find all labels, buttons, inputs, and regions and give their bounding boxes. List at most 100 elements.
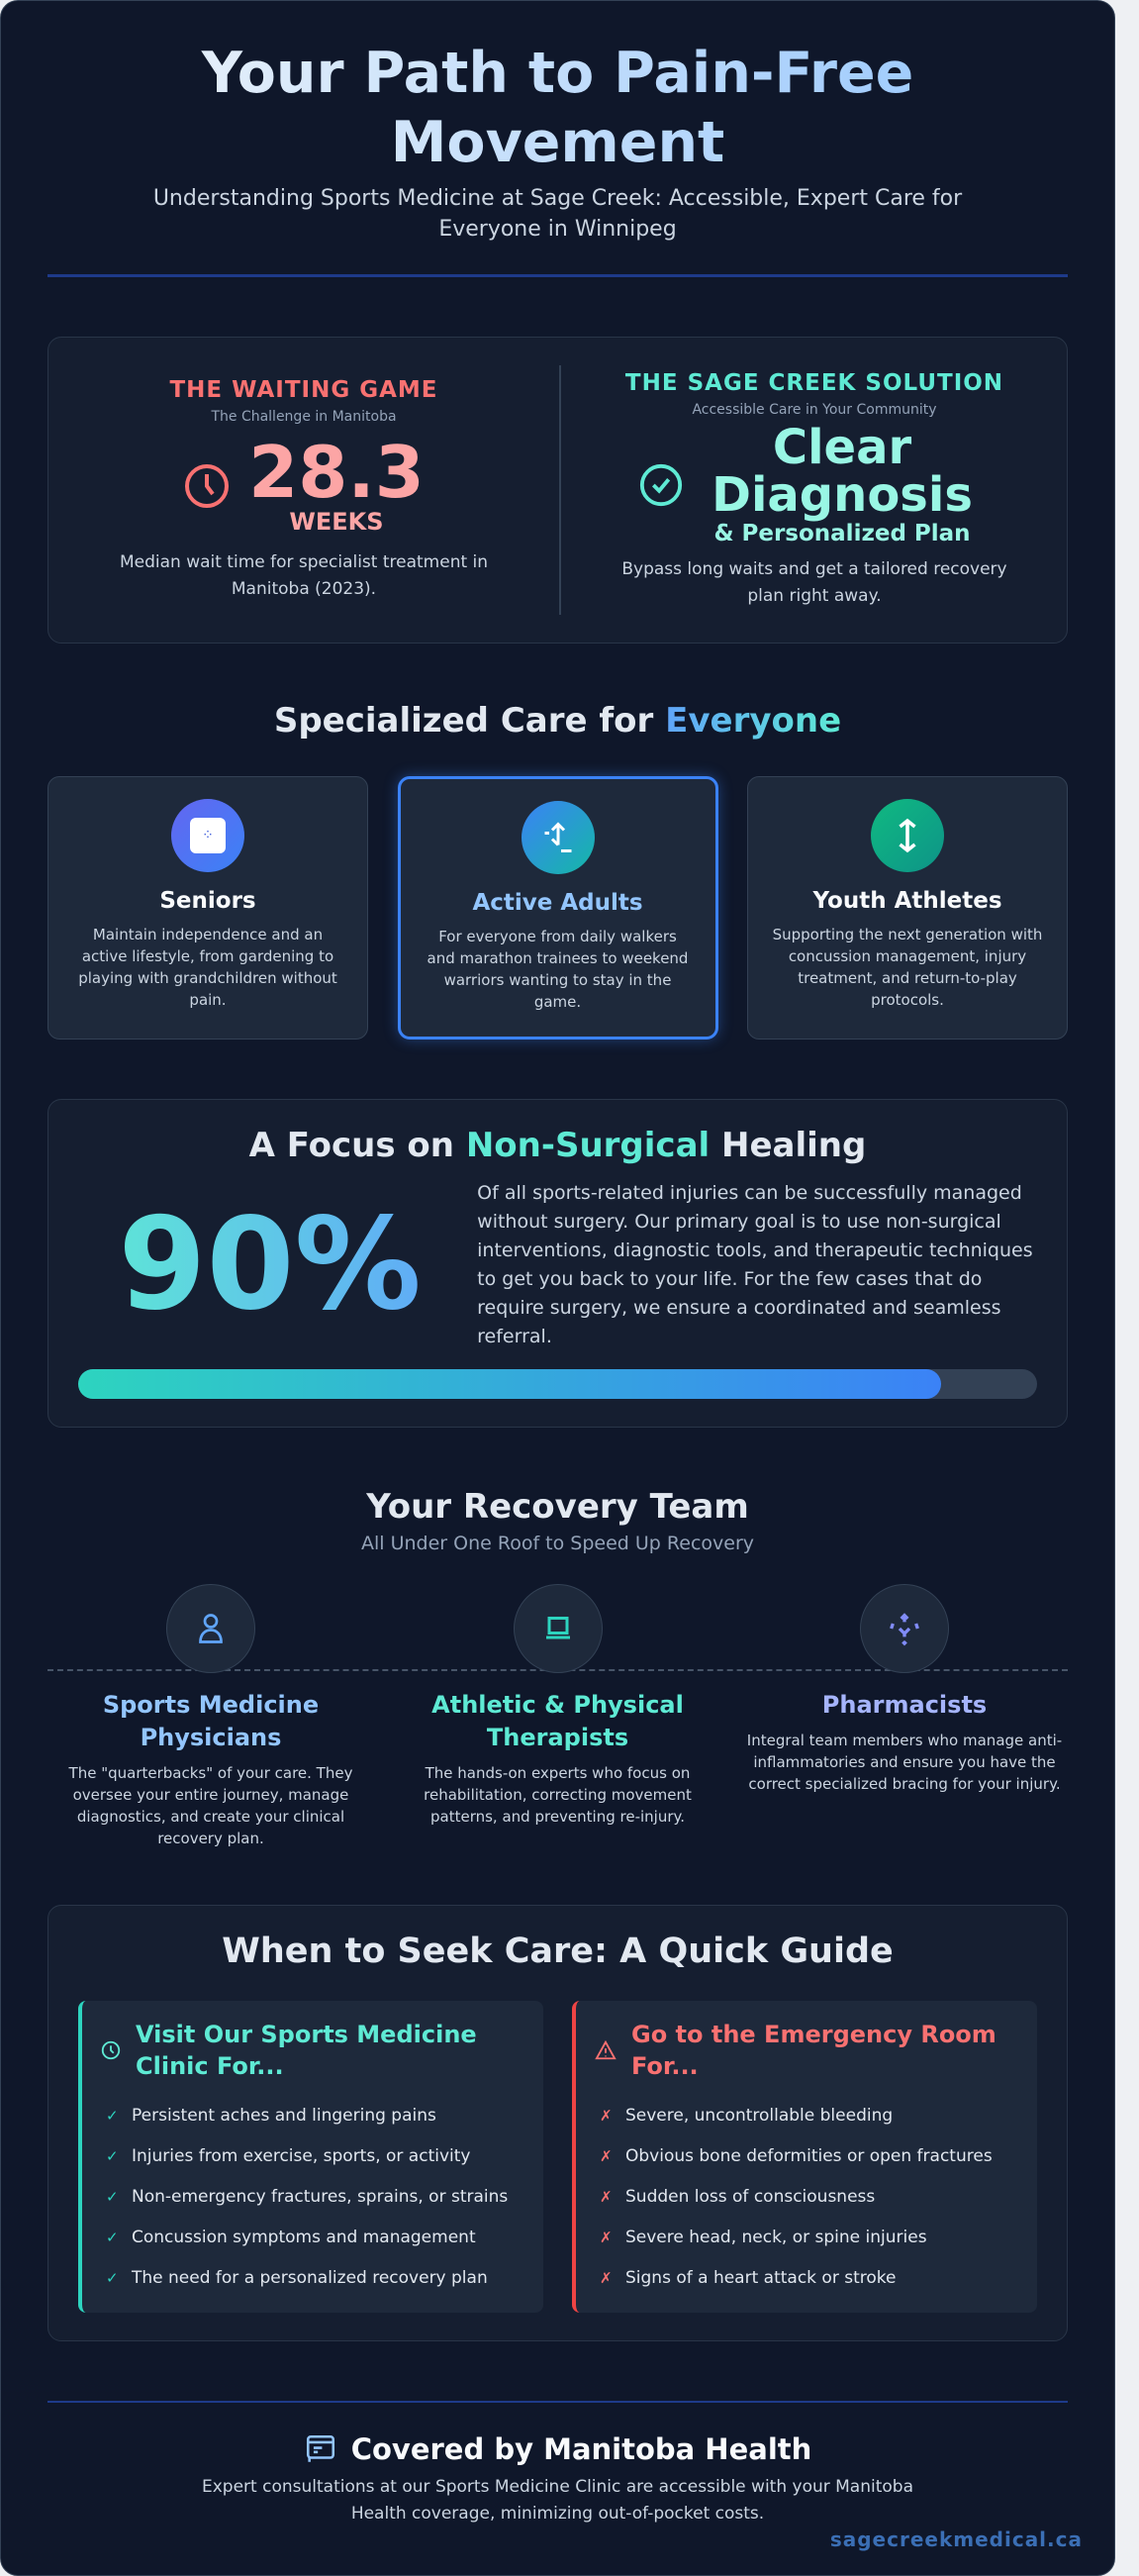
solution-unit: & Personalized Plan — [713, 521, 971, 546]
cross-icon: ✗ — [600, 2188, 613, 2206]
cross-icon: ✗ — [600, 2229, 613, 2246]
solution-label: THE SAGE CREEK SOLUTION — [624, 370, 1004, 396]
audience-card-title: Seniors — [159, 888, 256, 914]
waiting-value: 28.3 — [248, 431, 425, 514]
team-title: Your Recovery Team — [366, 1487, 749, 1527]
guide-list-item-text: Non-emergency fractures, sprains, or str… — [132, 2187, 509, 2207]
audience-card-desc: Maintain independence and an active life… — [78, 926, 337, 1009]
progress-bar — [78, 1369, 1037, 1399]
clock-icon — [185, 464, 230, 508]
guide-list-item-text: Sudden loss of consciousness — [625, 2187, 876, 2207]
audience-card-active-adults: Active Adults For everyone from daily wa… — [397, 776, 718, 1040]
stats-panel: THE WAITING GAME The Challenge in Manito… — [47, 337, 1068, 644]
er-guide-box: Go to the Emergency Room For... ✗ Severe,… — [572, 2001, 1037, 2313]
audience-title: Specialized Care for Everyone — [47, 699, 1068, 743]
garden-icon: ⁘ — [171, 799, 244, 872]
focus-title-text-end: Healing — [710, 1126, 867, 1165]
cross-icon: ✗ — [600, 2107, 613, 2125]
team-member-title: Pharmacists — [821, 1691, 988, 1719]
audience-card-desc: For everyone from daily walkers and mara… — [427, 928, 689, 1011]
guide-list-item: ✓Injuries from exercise, sports, or acti… — [106, 2136, 523, 2177]
guide-list-item: ✓ Non-emergency fractures, sprains, or st… — [106, 2177, 523, 2218]
check-icon: ✓ — [106, 2229, 119, 2246]
audience-title-highlight: Everyone — [665, 701, 842, 741]
waiting-label: THE WAITING GAME — [169, 377, 438, 403]
walker-icon — [521, 801, 595, 874]
team-member-therapists: Athletic & Physical Therapists The hands… — [395, 1584, 721, 1849]
footer-desc: Expert consultations at our Sports Medic… — [202, 2477, 913, 2524]
therapy-icon — [513, 1584, 603, 1673]
team-member-title: Sports Medicine Physicians — [102, 1691, 320, 1751]
clinic-guide-box: Visit Our Sports Medicine Clinic For... … — [78, 2001, 543, 2313]
waiting-stat: THE WAITING GAME The Challenge in Manito… — [48, 377, 559, 603]
guide-list-item: ✓ Concussion symptoms and management — [106, 2218, 523, 2258]
infographic-card: Your Path to Pain-Free Movement Understa… — [0, 0, 1115, 2576]
audience-card-desc: Supporting the next generation with conc… — [772, 926, 1043, 1009]
page-subtitle: Understanding Sports Medicine at Sage Cr… — [152, 186, 963, 242]
solution-value: Clear Diagnosis — [712, 420, 973, 523]
er-guide-title: Go to the Emergency Room For... — [631, 2021, 997, 2080]
check-icon: ✓ — [106, 2269, 119, 2287]
solution-sublabel: Accessible Care in Your Community — [692, 402, 937, 418]
clinic-guide-list: ✓ Persistent aches and lingering pains ✓In… — [100, 2096, 523, 2299]
guide-panel: When to Seek Care: A Quick Guide Visit O… — [47, 1905, 1068, 2341]
physician-icon — [166, 1584, 255, 1673]
guide-list-item: ✗ Sudden loss of consciousness — [600, 2177, 1017, 2218]
focus-panel: A Focus on Non-Surgical Healing 90% Of a… — [47, 1099, 1068, 1428]
cross-icon: ✗ — [600, 2269, 613, 2287]
focus-title: A Focus on Non-Surgical Healing — [78, 1124, 1037, 1167]
solution-desc: Bypass long waits and get a tailored rec… — [621, 559, 1007, 606]
audience-card-title: Active Adults — [472, 890, 643, 916]
focus-percent: 90% — [78, 1191, 461, 1339]
team-members: Sports Medicine Physicians The "quarterb… — [47, 1584, 1068, 1849]
solution-stat: THE SAGE CREEK SOLUTION Accessible Care … — [581, 370, 1048, 610]
guide-list-item: ✗ Obvious bone deformities or open fractu… — [600, 2136, 1017, 2177]
guide-list-item-text: Concussion symptoms and management — [132, 2228, 476, 2247]
guide-list-item: ✓ The need for a personalized recovery pl… — [106, 2258, 523, 2299]
waiting-desc: Median wait time for specialist treatmen… — [119, 552, 489, 599]
focus-title-highlight: Non-Surgical — [465, 1126, 711, 1165]
guide-list-item: ✓ Persistent aches and lingering pains — [106, 2096, 523, 2136]
team-member-pharmacists: Pharmacists Integral team members who ma… — [741, 1584, 1068, 1849]
guide-list-item: ✗ Severe head, neck, or spine injuries — [600, 2218, 1017, 2258]
team-member-desc: Integral team members who manage anti-in… — [746, 1732, 1063, 1793]
guide-list-item: ✗ Severe, uncontrollable bleeding — [600, 2096, 1017, 2136]
clinic-guide-title: Visit Our Sports Medicine Clinic For... — [136, 2021, 477, 2080]
footer-heading: Covered by Manitoba Health — [47, 2432, 1068, 2466]
team-member-title: Athletic & Physical Therapists — [431, 1691, 684, 1751]
waiting-unit: WEEKS — [289, 508, 384, 536]
audience-card-youth-athletes: Youth Athletes Supporting the next gener… — [747, 776, 1068, 1040]
page-title: Your Path to Pain-Free Movement — [47, 39, 1068, 177]
waiting-sublabel: The Challenge in Manitoba — [211, 409, 397, 425]
guide-title: When to Seek Care: A Quick Guide — [222, 1932, 894, 1971]
website-link[interactable]: sagecreekmedical.ca — [829, 2527, 1083, 2551]
clock-icon — [101, 2040, 121, 2060]
audience-card-title: Youth Athletes — [812, 888, 1002, 914]
audience-cards: ⁘ Seniors Maintain independence and an a… — [47, 776, 1068, 1040]
guide-list-item: ✗ Signs of a heart attack or stroke — [600, 2258, 1017, 2299]
audience-card-seniors: ⁘ Seniors Maintain independence and an a… — [47, 776, 368, 1040]
divider — [47, 274, 1068, 277]
footer-divider — [47, 2401, 1068, 2403]
cross-icon: ✗ — [600, 2147, 613, 2165]
er-guide-list: ✗ Severe, uncontrollable bleeding ✗ Obvious… — [594, 2096, 1017, 2299]
warning-icon — [595, 2039, 617, 2060]
check-icon: ✓ — [106, 2147, 119, 2165]
guide-list-item-text: Signs of a heart attack or stroke — [625, 2268, 897, 2288]
guide-list-item-text: Severe head, neck, or spine injuries — [625, 2228, 927, 2247]
team-member-desc: The hands-on experts who focus on rehabi… — [424, 1764, 692, 1826]
pharmacy-icon — [860, 1584, 949, 1673]
stats-divider — [559, 365, 561, 615]
guide-list-item-text: Obvious bone deformities or open fractur… — [625, 2146, 993, 2166]
guide-list-item-text: Severe, uncontrollable bleeding — [625, 2106, 894, 2126]
focus-title-text: A Focus on — [248, 1126, 466, 1165]
focus-desc: Of all sports-related injuries can be su… — [477, 1182, 1033, 1347]
team-subtitle: All Under One Roof to Speed Up Recovery — [360, 1533, 754, 1554]
check-icon: ✓ — [106, 2188, 119, 2206]
health-card-icon — [306, 2434, 334, 2462]
athlete-icon — [871, 799, 944, 872]
footer-title: Covered by Manitoba Health — [350, 2432, 812, 2466]
guide-list-item-text: The need for a personalized recovery pla… — [132, 2268, 488, 2288]
check-icon: ✓ — [106, 2107, 119, 2125]
guide-list-item-text: Persistent aches and lingering pains — [132, 2106, 436, 2126]
